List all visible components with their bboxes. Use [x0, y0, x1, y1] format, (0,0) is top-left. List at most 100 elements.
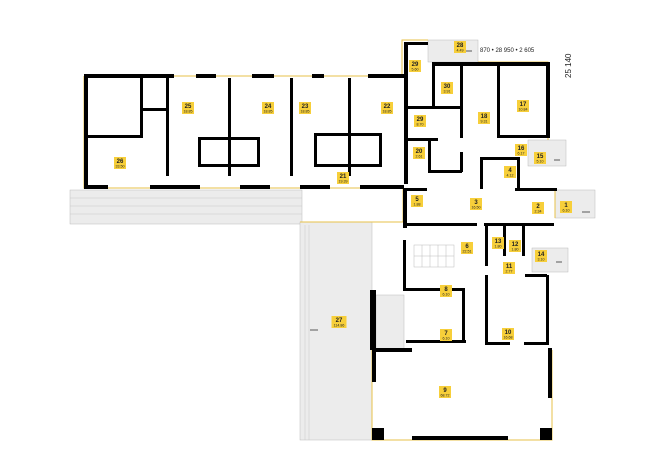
label-background — [478, 112, 490, 124]
room-number: 23 — [302, 104, 309, 110]
room-number: 2 — [536, 204, 540, 210]
label-background — [454, 41, 466, 53]
room-area: 10.84 — [519, 108, 528, 112]
room-label-1: 16.10 — [560, 201, 572, 213]
room-area: 1.80 — [512, 248, 519, 252]
label-background — [409, 60, 421, 72]
label-background — [337, 172, 349, 184]
label-background — [114, 157, 126, 169]
room-labels: 16.1022.34316.5044.1251.88622.5176.1086.… — [114, 41, 572, 398]
room-area: 2.61 — [416, 155, 423, 159]
room-number: 15 — [537, 154, 544, 160]
room-label-15: 155.10 — [534, 152, 546, 164]
room-number: 13 — [495, 239, 502, 245]
room-number: 5 — [415, 197, 419, 203]
label-background — [441, 82, 453, 94]
room-label-16: 166.17 — [515, 144, 527, 156]
label-background — [560, 201, 572, 213]
terrace-deck — [69, 189, 303, 225]
room-number: 14 — [538, 252, 545, 258]
room-number: 25 — [185, 104, 192, 110]
room-number: 29 — [412, 62, 419, 68]
label-background — [331, 316, 347, 328]
room-number: 21 — [340, 174, 347, 180]
room-number: 4 — [508, 168, 512, 174]
label-background — [414, 115, 426, 127]
storage-strip — [375, 294, 405, 351]
room-number: 28 — [457, 43, 464, 49]
corridor-27-terrace — [299, 221, 373, 441]
label-background — [440, 285, 452, 297]
label-background — [515, 144, 527, 156]
deck-lines — [70, 197, 310, 440]
room-label-29: 295.60 — [409, 60, 421, 72]
room-label-14: 143.10 — [535, 250, 547, 262]
room-label-11: 112.77 — [503, 262, 515, 274]
room-area: 4.12 — [507, 174, 514, 178]
room-area: 6.17 — [518, 152, 525, 156]
label-background — [535, 250, 547, 262]
room-area: 19.39 — [339, 180, 348, 184]
room-number: 11 — [506, 264, 513, 270]
room-area: 4.49 — [457, 49, 464, 53]
room-area: 18.85 — [383, 110, 392, 114]
room-number: 3 — [474, 200, 478, 206]
label-background — [439, 386, 451, 398]
room-area: 114.86 — [334, 324, 345, 328]
label-background — [503, 262, 515, 274]
room-label-9: 968.72 — [439, 386, 451, 398]
room-label-7: 76.10 — [440, 329, 452, 341]
width-dimension: 870 • 28 950 • 2 605 — [480, 48, 535, 54]
label-background — [492, 237, 504, 249]
room-area: 16.68 — [504, 336, 513, 340]
interior-stair — [413, 244, 455, 268]
room-label-2: 22.34 — [532, 202, 544, 214]
room-number: 22 — [384, 104, 391, 110]
room-label-5: 51.88 — [411, 195, 423, 207]
room-area: 6.10 — [443, 337, 450, 341]
room-label-29: 298.70 — [414, 115, 426, 127]
room-area: 68.72 — [441, 394, 450, 398]
room-area: 2.34 — [535, 210, 542, 214]
room-area: 16.50 — [472, 206, 481, 210]
room-number: 1 — [564, 203, 568, 209]
label-background — [182, 102, 194, 114]
room-label-28: 284.49 — [454, 41, 466, 53]
room-number: 26 — [117, 159, 124, 165]
label-background — [413, 147, 425, 159]
room-area: 9.31 — [481, 120, 488, 124]
room-area: 22.51 — [463, 250, 472, 254]
room-number: 18 — [481, 114, 488, 120]
label-background — [517, 100, 529, 112]
label-background — [502, 328, 514, 340]
room-area: 6.10 — [443, 293, 450, 297]
room-number: 27 — [336, 318, 343, 324]
room-number: 7 — [444, 331, 448, 337]
room-area: 3.91 — [444, 90, 451, 94]
label-background — [299, 102, 311, 114]
room-area: 3.10 — [538, 258, 545, 262]
label-background — [262, 102, 274, 114]
height-dimension: 25 140 — [564, 53, 573, 78]
stair-arrows — [310, 50, 590, 331]
room-number: 6 — [465, 244, 469, 250]
room-label-20: 202.61 — [413, 147, 425, 159]
room-area: 18.85 — [184, 110, 193, 114]
label-background — [461, 242, 473, 254]
room-label-30: 303.91 — [441, 82, 453, 94]
room-number: 10 — [505, 330, 512, 336]
room-number: 16 — [518, 146, 525, 152]
room-area: 18.85 — [301, 110, 310, 114]
room-label-8: 86.10 — [440, 285, 452, 297]
room-label-12: 121.80 — [509, 240, 521, 252]
label-background — [470, 198, 482, 210]
room-area: 5.10 — [537, 160, 544, 164]
room-number: 17 — [520, 102, 527, 108]
